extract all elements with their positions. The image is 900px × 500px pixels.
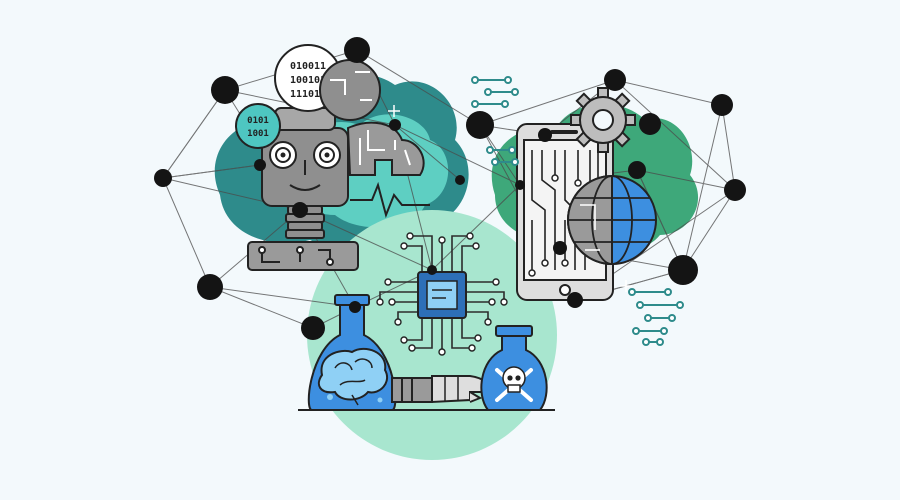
phone-speaker xyxy=(550,130,578,134)
bubble xyxy=(377,397,383,403)
processor-chip-icon xyxy=(376,232,508,356)
brain-flask-icon xyxy=(307,294,397,411)
globe-meridians xyxy=(568,175,656,265)
robot-eye-right-pupil xyxy=(324,152,330,158)
network-node-icon xyxy=(344,37,370,63)
network-node-icon xyxy=(724,179,746,201)
robot-shoulder-circuits xyxy=(258,246,334,266)
brain-shape xyxy=(317,347,388,401)
robot-shoulders xyxy=(247,241,359,271)
network-node-icon xyxy=(515,180,525,190)
network-node-icon xyxy=(604,69,626,91)
binary-small-line-1: 0101 xyxy=(247,116,269,126)
robot-brain-circuit xyxy=(346,121,425,176)
network-node-icon xyxy=(292,202,308,218)
globe-icon xyxy=(567,174,657,266)
network-node-icon xyxy=(301,316,325,340)
finger-joint-lines xyxy=(444,376,459,402)
binary-line-3: 111010 xyxy=(290,89,326,100)
network-node-icon xyxy=(455,175,465,185)
network-node-icon xyxy=(349,301,361,313)
robotic-hand-icon xyxy=(391,375,490,404)
skull xyxy=(502,366,526,393)
binary-line-1: 010011 xyxy=(290,61,326,72)
robot-eye-left-pupil xyxy=(280,152,286,158)
network-node-icon xyxy=(668,255,698,285)
robot-eye-left-iris xyxy=(275,147,291,163)
binary-bubble-icon: 010011 100101 111010 0101 1001 xyxy=(235,44,381,149)
chip-trace-pads xyxy=(376,232,508,356)
bubble xyxy=(327,394,333,400)
robot-waveform xyxy=(350,181,430,219)
network-node-icon xyxy=(553,241,567,255)
network-node-icon xyxy=(639,113,661,135)
binary-small-line-2: 1001 xyxy=(247,129,269,139)
skull-crossbones-flask-icon xyxy=(480,325,548,411)
network-node-icon xyxy=(538,128,552,142)
gear-icon xyxy=(570,87,636,153)
network-node-icon xyxy=(711,94,733,116)
network-node-icon xyxy=(466,111,494,139)
robot-head-icon xyxy=(247,107,430,271)
network-node-icon xyxy=(254,159,266,171)
chip-traces xyxy=(379,235,505,352)
network-node-icon xyxy=(628,161,646,179)
network-node-icon xyxy=(427,265,437,275)
network-node-icon xyxy=(389,119,401,131)
binary-bubble-small xyxy=(235,103,281,149)
phone-home-button xyxy=(559,284,571,296)
network-node-icon xyxy=(211,76,239,104)
binary-line-2: 100101 xyxy=(290,75,326,86)
network-nodes xyxy=(154,37,746,340)
connector-strip-top xyxy=(471,76,519,166)
network-node-icon xyxy=(197,274,223,300)
robot-antenna-disc xyxy=(319,59,381,121)
brain-folds xyxy=(334,358,373,406)
antenna-disc-circuits xyxy=(330,71,372,101)
robot-brain-lines xyxy=(359,130,411,166)
network-node-icon xyxy=(154,169,172,187)
chip-die xyxy=(426,280,458,310)
globe-circuits xyxy=(580,204,600,251)
connector-strip-bottom xyxy=(628,288,684,346)
robot-mouth xyxy=(289,184,321,191)
robot-eye-right-iris xyxy=(319,147,335,163)
network-node-icon xyxy=(567,292,583,308)
sparkle-icon xyxy=(388,105,632,292)
robot-thumb xyxy=(469,391,483,403)
skull-flask-neck-rim xyxy=(495,325,533,337)
